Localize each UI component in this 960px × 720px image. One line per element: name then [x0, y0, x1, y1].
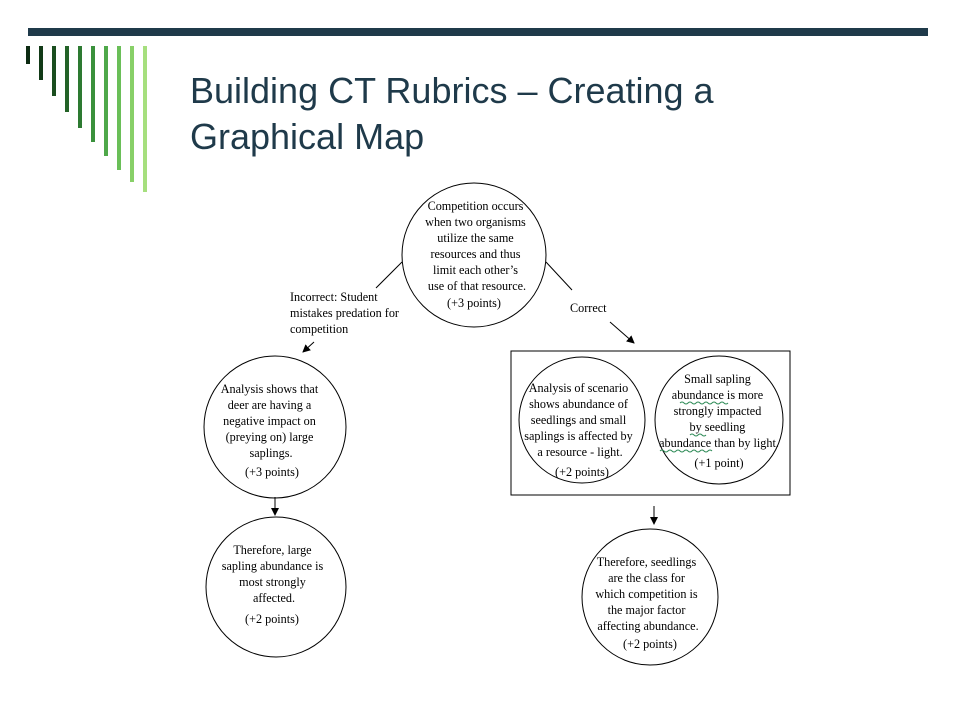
label-line: Incorrect: Student: [290, 290, 378, 304]
node-right-a-text: Analysis of scenario shows abundance of …: [524, 381, 635, 459]
node-top-points: (+3 points): [447, 296, 501, 310]
node-right-b-points: (+1 point): [694, 456, 743, 470]
stripe: [26, 46, 30, 64]
stripe: [130, 46, 134, 182]
node-right-a-points: (+2 points): [555, 465, 609, 479]
node-text-line: Small sapling: [684, 372, 751, 386]
node-left2-text: Therefore, large sapling abundance is mo…: [222, 543, 327, 605]
node-right2-circle: [581, 528, 719, 666]
node-text-line: abundance than by light.: [659, 436, 779, 450]
node-text-line: use of that resource.: [428, 279, 526, 293]
node-text-line: Therefore, seedlings: [597, 555, 697, 569]
node-text-line: Competition occurs: [428, 199, 524, 213]
connector-line: [375, 261, 403, 289]
node-text-line: affected.: [253, 591, 295, 605]
node-text-line: Analysis of scenario: [529, 381, 629, 395]
node-right2-points: (+2 points): [623, 637, 677, 651]
node-text-line: (preying on) large: [226, 430, 314, 444]
node-text-line: resources and thus: [430, 247, 520, 261]
node-text-line: which competition is: [595, 587, 697, 601]
slide-title: Building CT Rubrics – Creating a Graphic…: [190, 68, 930, 160]
stripe: [39, 46, 43, 80]
node-text-line: affecting abundance.: [597, 619, 698, 633]
label-line: mistakes predation for: [290, 306, 399, 320]
node-text-line: shows abundance of: [529, 397, 629, 411]
stripe: [78, 46, 82, 128]
node-text-line: abundance is more: [672, 388, 763, 402]
node-right-b-text: Small sapling abundance is more strongly…: [659, 372, 779, 450]
node-text-line: a resource - light.: [537, 445, 622, 459]
node-text-line: Therefore, large: [233, 543, 311, 557]
stripe: [117, 46, 121, 170]
stripe: [91, 46, 95, 142]
spellcheck-underline: [659, 449, 713, 453]
node-text-line: seedlings and small: [531, 413, 627, 427]
spellcheck-underline: [679, 401, 729, 405]
arrow-to-right-box: [609, 321, 635, 344]
node-text-line: sapling abundance is: [222, 559, 324, 573]
node-text-line: Analysis shows that: [221, 382, 319, 396]
title-bar-rule: [28, 28, 928, 36]
node-top-circle: [401, 182, 547, 328]
correct-label: Correct: [570, 301, 607, 315]
node-text-line: negative impact on: [223, 414, 316, 428]
node-top-text: Competition occurs when two organisms ut…: [425, 199, 529, 293]
slide-title-line1: Building CT Rubrics – Creating a: [190, 70, 714, 111]
stripe: [65, 46, 69, 112]
connector-line: [545, 261, 573, 291]
node-text-line: saplings is affected by: [524, 429, 633, 443]
node-text-line: limit each other’s: [433, 263, 518, 277]
stripe: [52, 46, 56, 96]
node-text-line: the major factor: [608, 603, 686, 617]
spellcheck-underline: [689, 433, 707, 437]
node-text-line: strongly impacted: [674, 404, 762, 418]
node-text-line: utilize the same: [437, 231, 513, 245]
node-right-a-circle: [518, 356, 646, 484]
incorrect-label: Incorrect: Student mistakes predation fo…: [290, 290, 402, 336]
label-line: competition: [290, 322, 348, 336]
stripe: [143, 46, 147, 192]
node-right2-text: Therefore, seedlings are the class for w…: [595, 555, 700, 633]
node-left2-circle: [205, 516, 347, 658]
node-text-line: when two organisms: [425, 215, 526, 229]
node-text-line: by seedling: [690, 420, 746, 434]
node-text-line: most strongly: [239, 575, 307, 589]
slide-title-line2: Graphical Map: [190, 116, 425, 157]
node-text-line: deer are having a: [228, 398, 312, 412]
node-text-line: are the class for: [608, 571, 685, 585]
node-left2-points: (+2 points): [245, 612, 299, 626]
node-left1-text: Analysis shows that deer are having a ne…: [221, 382, 322, 460]
correct-analysis-box: [510, 350, 791, 496]
decorative-stripes: [26, 46, 156, 196]
node-text-line: saplings.: [250, 446, 293, 460]
arrow-to-left1: [302, 341, 315, 353]
stripe: [104, 46, 108, 156]
node-left1-points: (+3 points): [245, 465, 299, 479]
node-right-b-circle: [654, 355, 784, 485]
